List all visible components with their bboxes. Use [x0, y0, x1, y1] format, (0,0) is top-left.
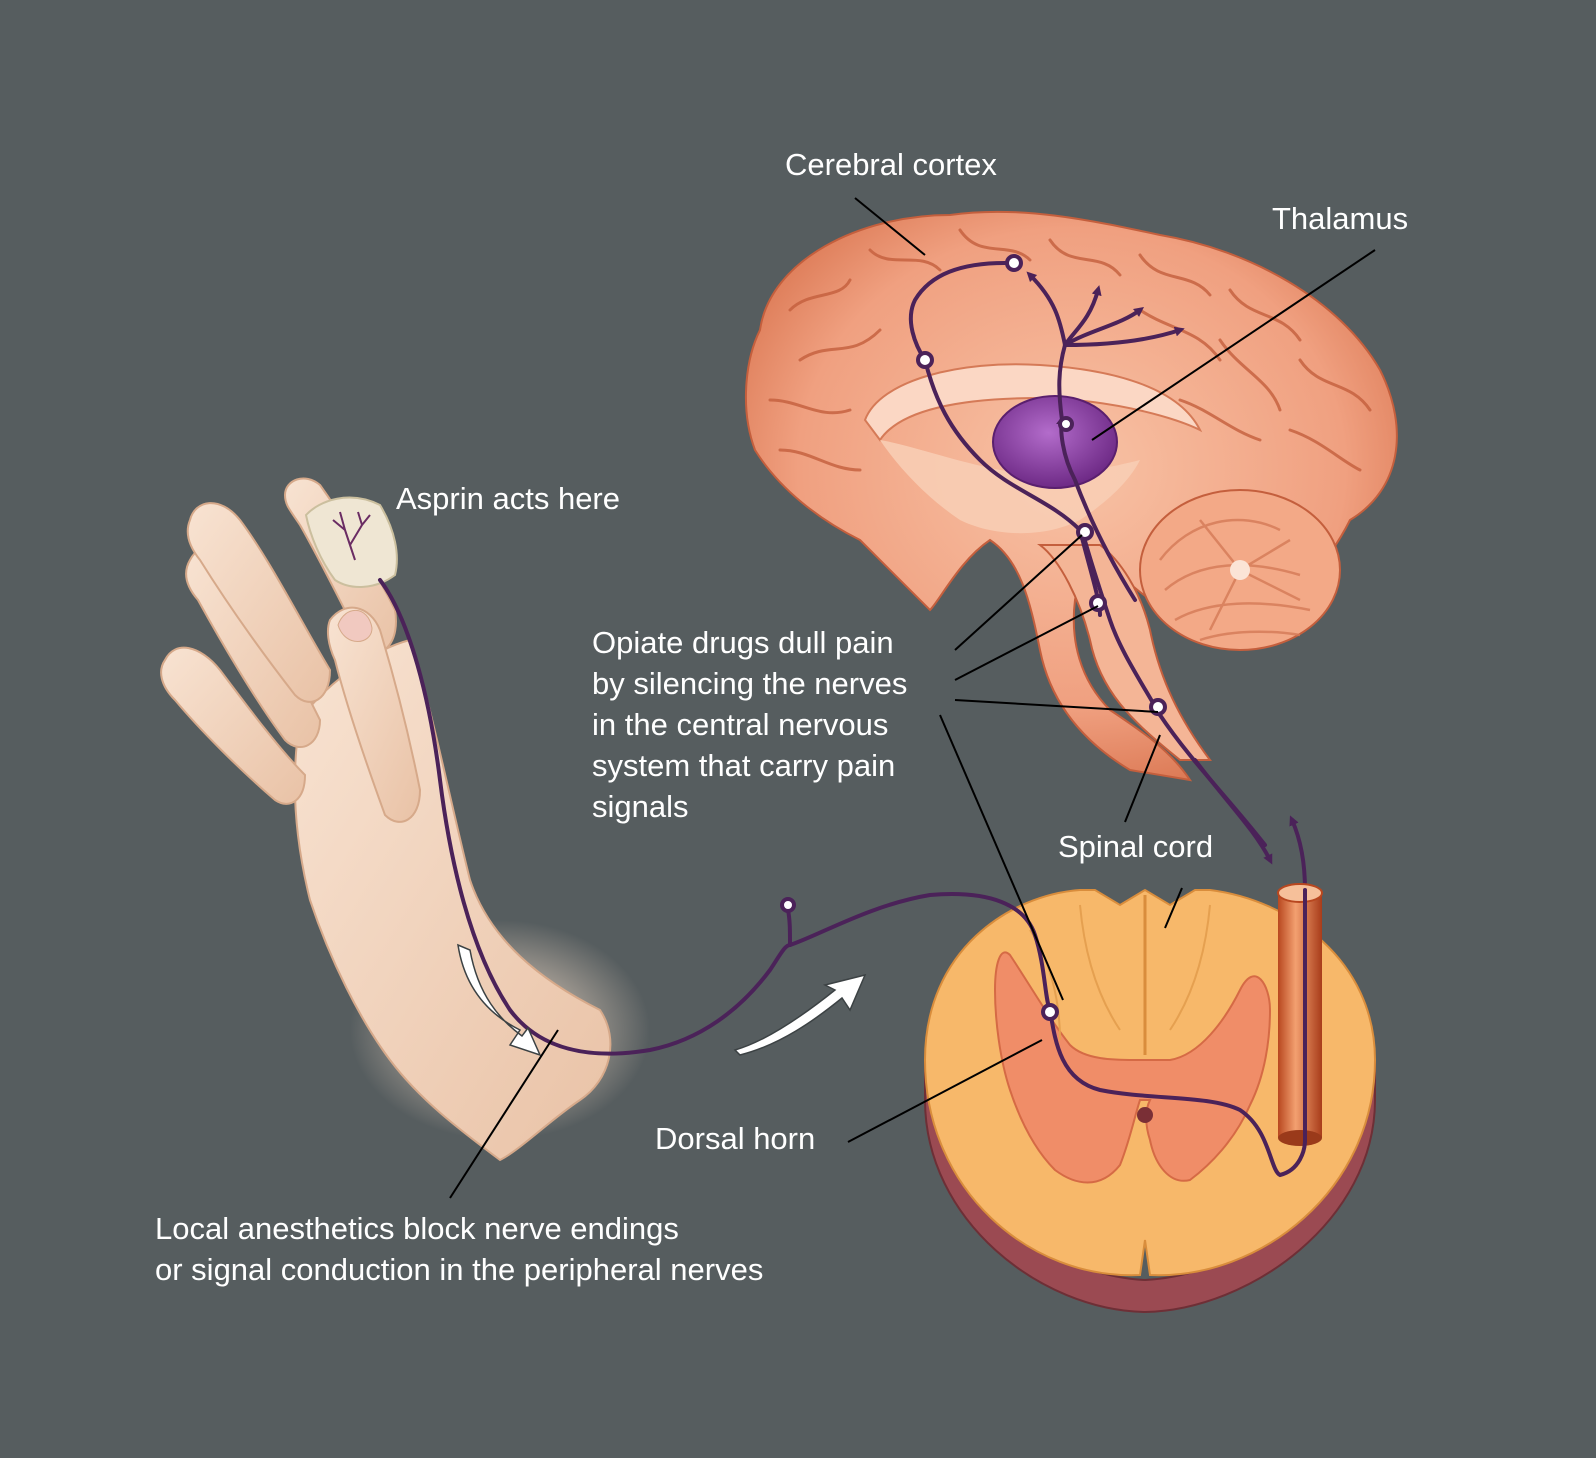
- label-opiate-line: in the central nervous: [592, 707, 889, 742]
- label-opiate-line: by silencing the nerves: [592, 666, 908, 701]
- label-local-line: or signal conduction in the peripheral n…: [155, 1252, 764, 1287]
- label-opiate-line: Opiate drugs dull pain: [592, 625, 894, 660]
- label-spinal-cord: Spinal cord: [1058, 829, 1214, 864]
- white-direction-arrows: [457, 943, 867, 1057]
- spinal-cord-cylinder: [1277, 883, 1323, 1146]
- label-dorsal-horn: Dorsal horn: [655, 1121, 816, 1156]
- label-opiate-drugs: Opiate drugs dull pain by silencing the …: [592, 622, 907, 827]
- leader-lines: [449, 197, 1376, 1199]
- spinal-cord-section: [923, 888, 1377, 1314]
- grey-matter: [993, 951, 1272, 1184]
- label-thalamus: Thalamus: [1272, 201, 1409, 236]
- thalamus: [992, 395, 1118, 489]
- peripheral-nerve: [378, 578, 1307, 1178]
- cerebellum: [1139, 489, 1341, 651]
- label-local-line: Local anesthetics block nerve endings: [155, 1211, 679, 1246]
- label-opiate-line: signals: [592, 789, 689, 824]
- label-local-anesthetics: Local anesthetics block nerve endings or…: [155, 1208, 763, 1290]
- hand: [160, 477, 650, 1162]
- spinal-signal-arrows: [1193, 758, 1307, 892]
- brain-neuron-dots: [916, 254, 1167, 716]
- label-cerebral-cortex: Cerebral cortex: [785, 147, 997, 182]
- label-aspirin-acts-here: Asprin acts here: [396, 481, 620, 516]
- label-opiate-line: system that carry pain: [592, 748, 896, 783]
- peripheral-neuron-dots: [780, 897, 1059, 1021]
- bandage: [304, 496, 398, 588]
